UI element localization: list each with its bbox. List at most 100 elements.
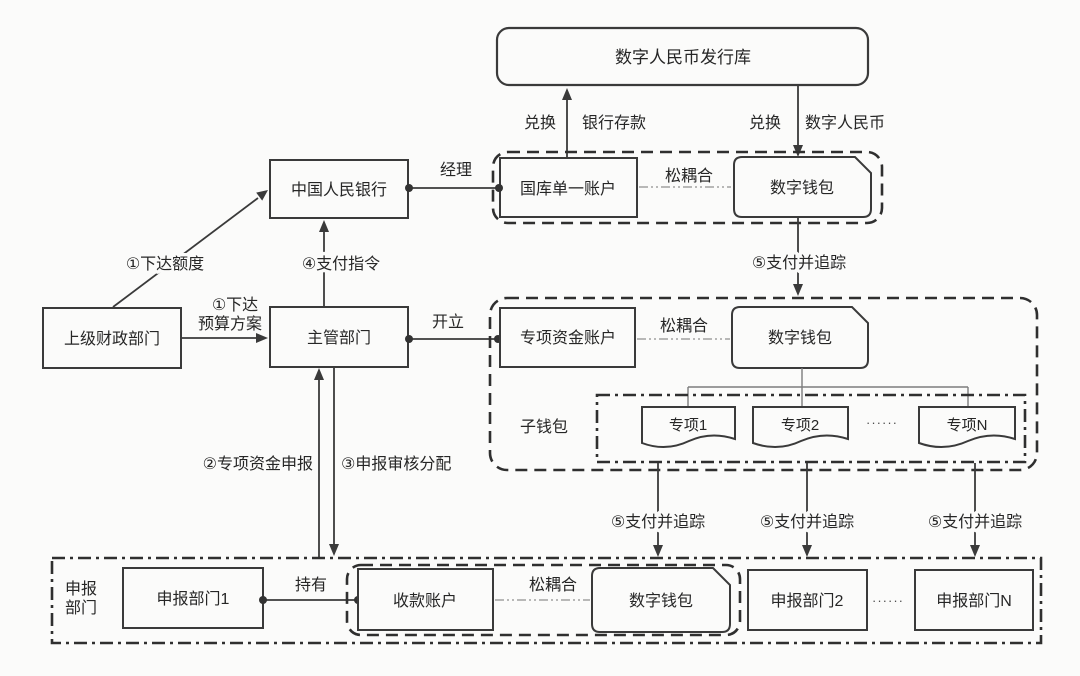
loose-coupling-2-label: 松耦合 xyxy=(660,317,708,335)
node-competent-dept-label: 主管部门 xyxy=(307,329,371,347)
node-treasury-single-account-label: 国库单一账户 xyxy=(520,180,616,198)
loose-coupling-1-label: 松耦合 xyxy=(665,167,713,185)
doc-special-n-group: 专项N xyxy=(918,406,1016,448)
superior-finance-group: 上级财政部门 xyxy=(42,307,182,369)
step5-b-arrowhead-icon xyxy=(802,545,812,557)
node-digital-wallet-2 xyxy=(731,306,869,369)
bank-deposit-label: 银行存款 xyxy=(582,114,646,132)
step1-budget-label-line2: 预算方案 xyxy=(198,314,262,333)
subwallet-container xyxy=(595,393,1027,464)
step5-b-label: ⑤支付并追踪 xyxy=(760,513,854,531)
receiving-account-group: 收款账户 xyxy=(357,568,494,631)
node-special-2-label: 专项2 xyxy=(781,417,819,434)
junction-dot xyxy=(405,184,413,192)
node-digital-wallet-3 xyxy=(591,567,731,633)
node-special-2-doc xyxy=(752,406,849,448)
node-pboc xyxy=(269,159,409,219)
node-issuance-repository-label: 数字人民币发行库 xyxy=(615,48,751,67)
special-fund-container xyxy=(488,296,1039,472)
treasury-wallet-container xyxy=(491,150,884,225)
loose-coupling-3: 松耦合 xyxy=(495,576,590,601)
node-digital-wallet-1-label: 数字钱包 xyxy=(770,179,834,197)
step3-arrowhead-icon xyxy=(329,544,339,556)
step1-quota-line xyxy=(112,197,259,308)
digital-wallet-2-group: 数字钱包 xyxy=(731,306,869,369)
node-issuance-repository xyxy=(495,26,870,87)
node-treasury-single-account xyxy=(499,157,638,218)
node-special-fund-account-label: 专项资金账户 xyxy=(520,329,616,347)
doc-special-1-group: 专项1 xyxy=(641,406,736,448)
step2-arrowhead-icon xyxy=(314,368,324,380)
node-digital-wallet-2-label: 数字钱包 xyxy=(768,329,832,347)
step1-quota-arrowhead-icon xyxy=(256,190,268,201)
node-special-n-doc xyxy=(918,406,1016,448)
exchange-left-label: 兑换 xyxy=(524,114,556,132)
step5-c-arrowhead-icon xyxy=(970,545,980,557)
subwallet-ellipsis: ······ xyxy=(866,415,898,430)
step1-quota-label: ①下达额度 xyxy=(126,255,204,273)
node-declaring-dept-n-label: 申报部门N xyxy=(936,592,1012,610)
edge-step1-budget: ①下达 预算方案 xyxy=(181,296,268,343)
node-superior-finance-dept xyxy=(42,307,182,369)
edge-step4-payment-order: ④支付指令 xyxy=(298,220,384,307)
step1-budget-label-line1: ①下达 xyxy=(212,296,258,314)
node-receiving-account xyxy=(357,568,494,631)
declaring-dept-ellipsis: ······ xyxy=(872,593,904,608)
edge-step2-declare: ②专项资金申报 xyxy=(203,368,324,557)
junction-dot xyxy=(405,335,413,343)
issuance-repository-group: 数字人民币发行库 xyxy=(495,26,870,87)
receiving-wallet-container xyxy=(345,563,742,637)
edge-manager: 经理 xyxy=(405,161,503,192)
exchange-right-label: 兑换 xyxy=(749,114,781,132)
loose-coupling-3-label: 松耦合 xyxy=(529,576,577,594)
step4-arrowhead-icon xyxy=(319,220,329,232)
bank-deposit-arrowhead-icon xyxy=(562,88,572,100)
treasury-single-account-group: 国库单一账户 xyxy=(499,157,638,218)
node-special-1-doc xyxy=(641,406,736,448)
step1-budget-arrowhead-icon xyxy=(256,333,268,343)
loose-coupling-1: 松耦合 xyxy=(639,167,731,188)
step2-label: ②专项资金申报 xyxy=(203,455,313,473)
edge-step3-review: ③申报审核分配 xyxy=(329,367,451,556)
competent-dept-group: 主管部门 xyxy=(269,306,409,368)
step5-a-label: ⑤支付并追踪 xyxy=(611,513,705,531)
node-digital-wallet-3-label: 数字钱包 xyxy=(629,592,693,610)
step3-label: ③申报审核分配 xyxy=(341,455,451,473)
edge-step5-c: ⑤支付并追踪 xyxy=(924,463,1026,557)
doc-special-2-group: 专项2 xyxy=(752,406,849,448)
edge-step5-top: ⑤支付并追踪 xyxy=(748,217,850,296)
declaring-dept-1-group: 申报部门1 xyxy=(122,567,264,629)
node-declaring-dept-1-label: 申报部门1 xyxy=(157,590,230,608)
node-declaring-dept-n xyxy=(914,569,1034,631)
step4-label: ④支付指令 xyxy=(302,255,380,273)
step5-c-label: ⑤支付并追踪 xyxy=(928,513,1022,531)
loose-coupling-2: 松耦合 xyxy=(637,317,730,340)
digital-wallet-1-group: 数字钱包 xyxy=(733,156,872,218)
declaring-dept-2-group: 申报部门2 xyxy=(747,569,868,631)
edge-bank-deposit-exchange: 兑换 银行存款 xyxy=(524,88,646,158)
node-special-1-label: 专项1 xyxy=(669,417,707,434)
declaring-dept-container xyxy=(50,556,1043,645)
node-declaring-dept-1 xyxy=(122,567,264,629)
digital-rmb-label: 数字人民币 xyxy=(805,114,885,132)
hold-label: 持有 xyxy=(295,576,327,594)
junction-dot xyxy=(259,596,267,604)
edge-step5-b: ⑤支付并追踪 xyxy=(756,463,858,557)
node-declaring-dept-2 xyxy=(747,569,868,631)
node-receiving-account-label: 收款账户 xyxy=(393,592,457,610)
pboc-group: 中国人民银行 xyxy=(269,159,409,219)
edge-step1-quota: ①下达额度 xyxy=(112,190,268,308)
node-superior-finance-dept-label: 上级财政部门 xyxy=(64,330,160,348)
special-fund-account-group: 专项资金账户 xyxy=(499,307,636,368)
subwallet-tree-connector xyxy=(687,368,969,407)
node-pboc-label: 中国人民银行 xyxy=(291,181,387,199)
subwallet-group-label: 子钱包 xyxy=(520,418,568,436)
declaring-dept-group-label-line2: 部门 xyxy=(65,599,97,617)
node-digital-wallet-1 xyxy=(733,156,872,218)
open-account-label: 开立 xyxy=(432,313,464,331)
junction-dot xyxy=(495,184,503,192)
declaring-dept-n-group: 申报部门N xyxy=(914,569,1034,631)
node-special-fund-account xyxy=(499,307,636,368)
